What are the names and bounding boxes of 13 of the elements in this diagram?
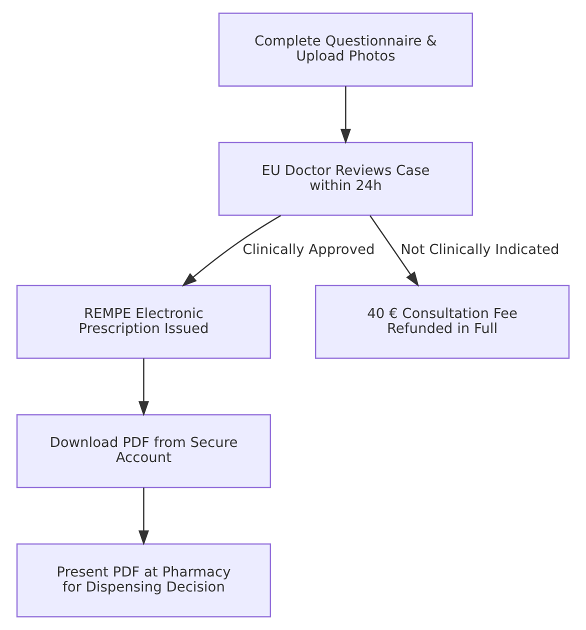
arrow <box>340 86 351 144</box>
node-box: REMPE Electronic Prescription Issued <box>16 284 272 359</box>
node-box: EU Doctor Reviews Case within 24h <box>218 142 474 216</box>
arrow <box>182 215 282 287</box>
arrow <box>370 215 419 287</box>
node-box: 40 € Consultation Fee Refunded in Full <box>314 284 570 359</box>
edge-label: Not Clinically Indicated <box>400 242 560 258</box>
node-box: Present PDF at Pharmacy for Dispensing Decision <box>16 543 272 618</box>
node-box: Download PDF from Secure Account <box>16 414 272 488</box>
edge-label: Clinically Approved <box>242 242 375 258</box>
arrow <box>138 488 149 546</box>
arrow <box>138 358 149 416</box>
node-box: Complete Questionnaire & Upload Photos <box>218 12 474 87</box>
